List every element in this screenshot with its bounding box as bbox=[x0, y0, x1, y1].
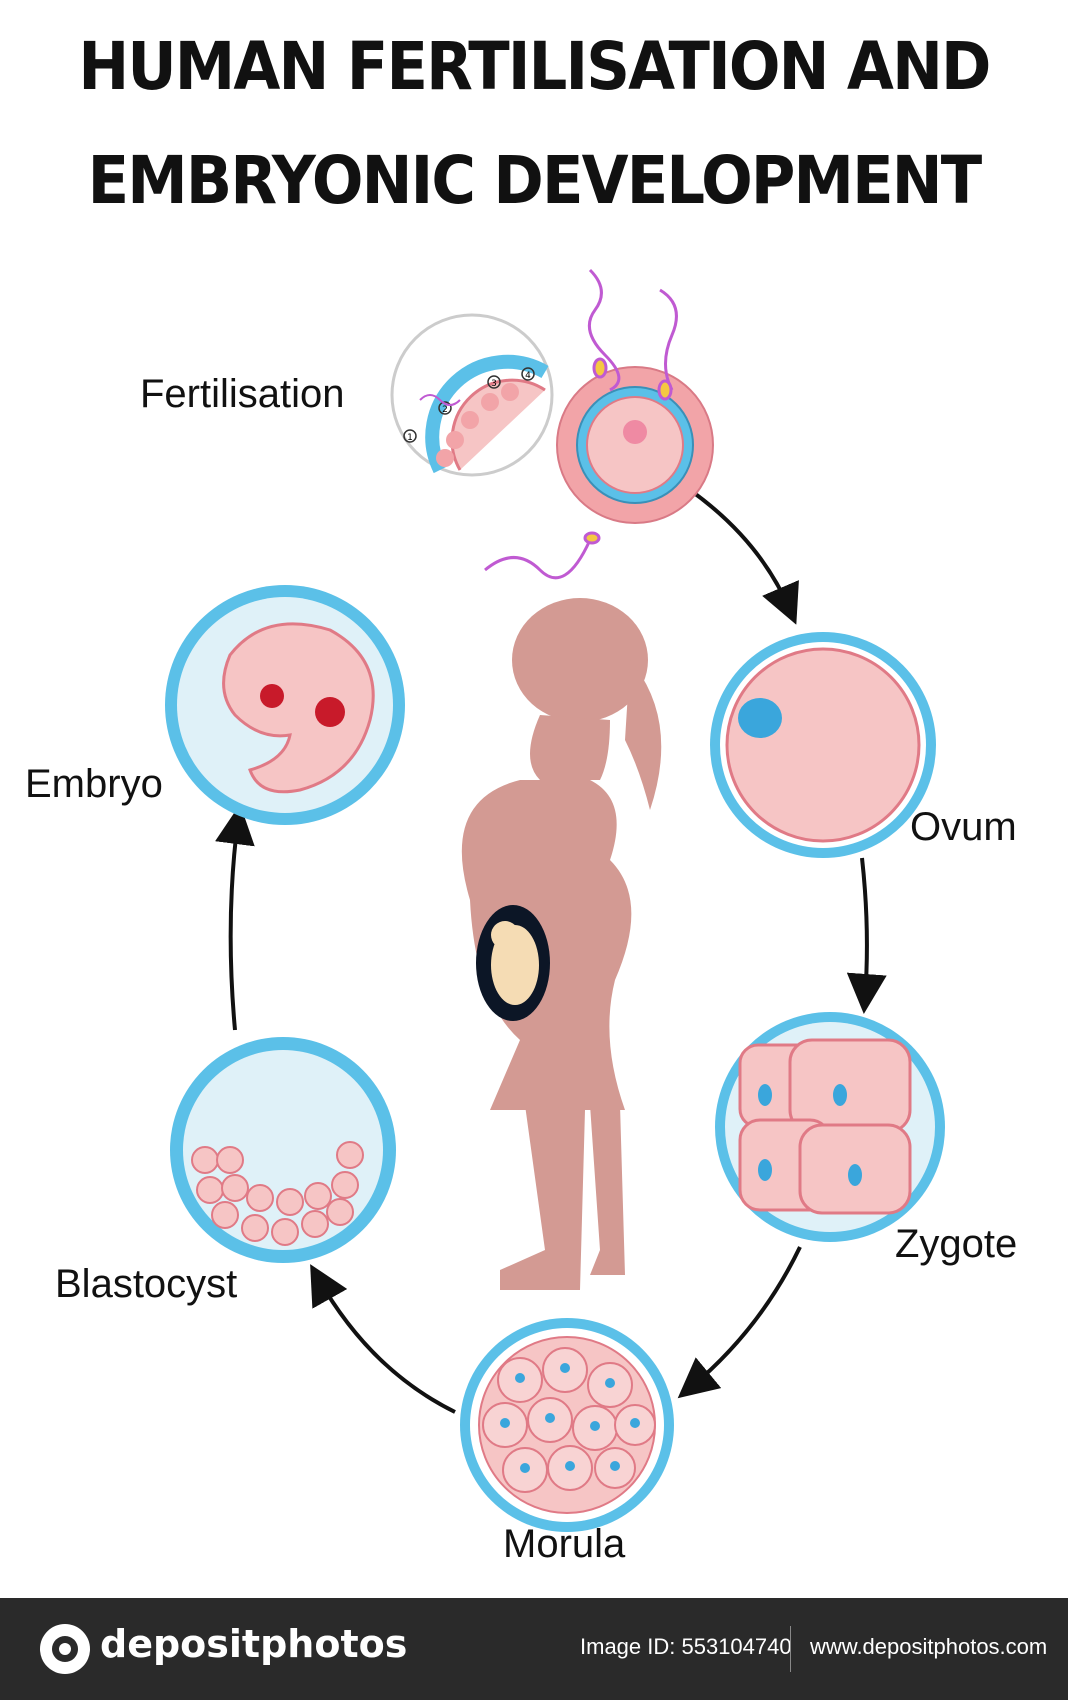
title-line-2: EMBRYONIC DEVELOPMENT bbox=[87, 142, 982, 219]
inset-number-2: 2 bbox=[442, 405, 448, 415]
arrow-morula-to-blastocyst bbox=[310, 1264, 456, 1414]
cycle-arrows bbox=[215, 488, 887, 1414]
ovum-cell bbox=[710, 632, 936, 858]
development-cycle-diagram: 1 2 3 4 bbox=[165, 268, 945, 1532]
fertilisation-illustration: 1 2 3 4 bbox=[390, 268, 714, 580]
watermark-footer: depositphotos Image ID: 553104740 www.de… bbox=[0, 1598, 1068, 1700]
footer-divider bbox=[790, 1626, 791, 1672]
arrow-zygote-to-morula bbox=[677, 1246, 802, 1399]
inset-magnifier: 1 2 3 4 bbox=[390, 313, 554, 477]
inset-number-3: 3 bbox=[491, 379, 497, 389]
footer-brand: depositphotos bbox=[100, 1622, 408, 1666]
sperm-cells bbox=[484, 268, 678, 580]
embryo-cell bbox=[165, 585, 405, 825]
stage-label-blastocyst: Blastocyst bbox=[55, 1262, 238, 1306]
stage-label-fertilisation: Fertilisation bbox=[140, 372, 345, 416]
title-line-1: HUMAN FERTILISATION AND bbox=[78, 28, 991, 105]
blastocyst-cell bbox=[170, 1037, 396, 1263]
morula-cell bbox=[460, 1318, 674, 1532]
arrow-blastocyst-to-embryo bbox=[215, 804, 255, 1031]
footer-image-id: Image ID: 553104740 bbox=[580, 1634, 792, 1659]
inset-number-4: 4 bbox=[525, 371, 531, 381]
stage-label-ovum: Ovum bbox=[910, 805, 1017, 849]
arrow-fertilisation-to-ovum bbox=[688, 488, 799, 625]
egg-cell bbox=[556, 366, 714, 524]
arrow-ovum-to-zygote bbox=[846, 857, 887, 1014]
inset-number-1: 1 bbox=[407, 433, 413, 443]
stage-label-zygote: Zygote bbox=[895, 1222, 1018, 1266]
depositphotos-logo-icon bbox=[40, 1624, 90, 1674]
stage-label-embryo: Embryo bbox=[25, 762, 163, 806]
zygote-cell bbox=[715, 1012, 945, 1242]
footer-site-link[interactable]: www.depositphotos.com bbox=[810, 1634, 1048, 1659]
fetus-in-womb bbox=[476, 905, 550, 1021]
stage-label-morula: Morula bbox=[503, 1522, 626, 1566]
